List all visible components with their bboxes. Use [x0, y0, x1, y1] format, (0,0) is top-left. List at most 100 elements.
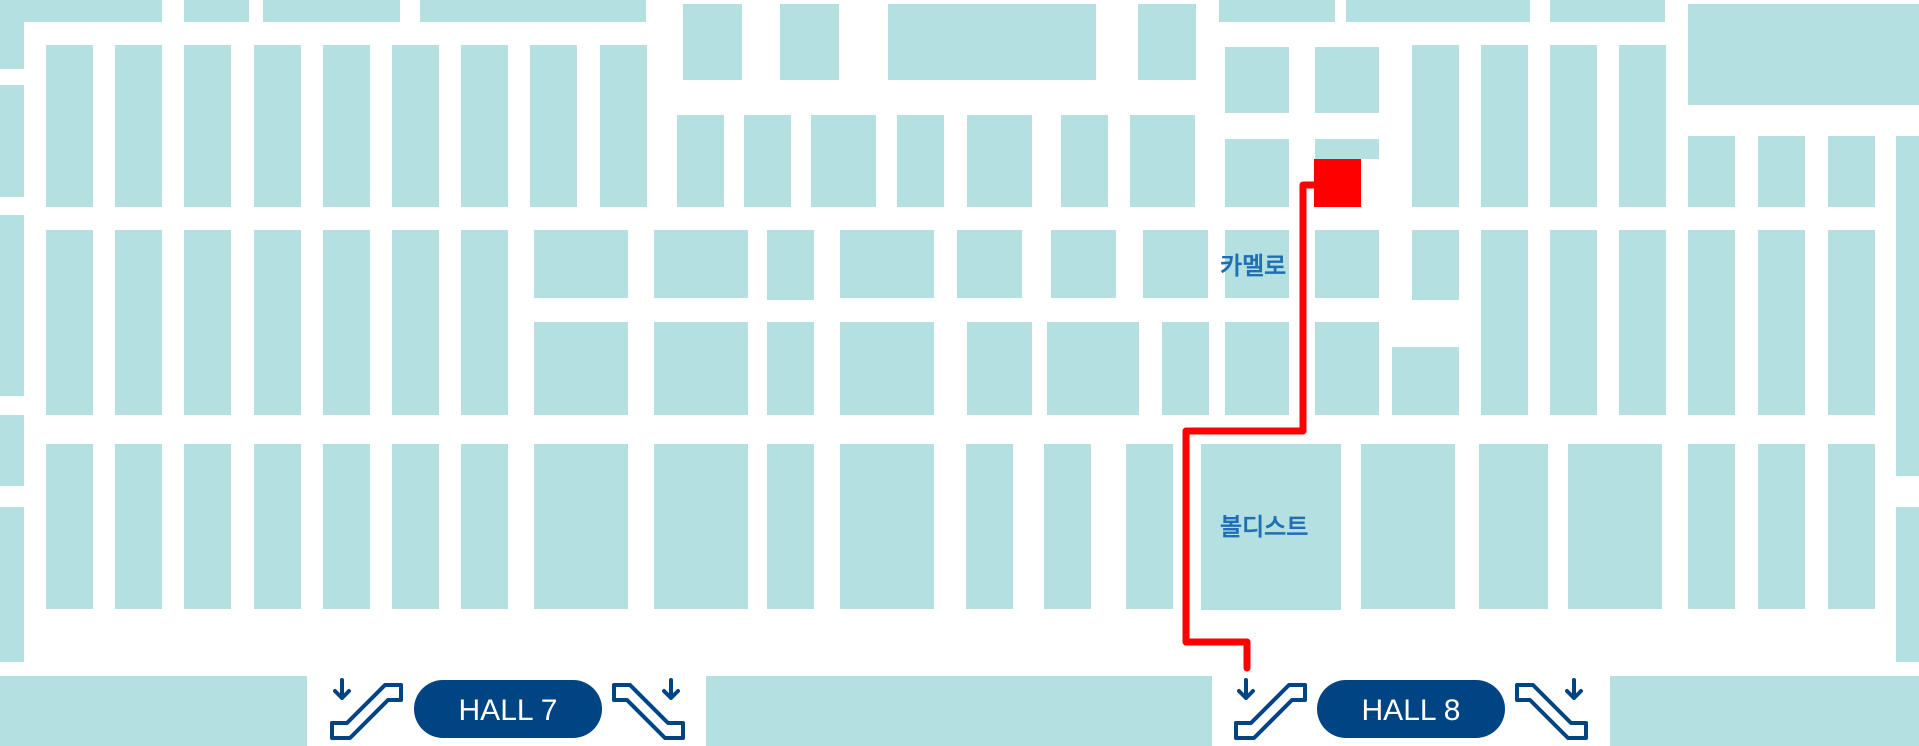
booth-102[interactable] [0, 676, 307, 746]
booth-24[interactable] [461, 45, 508, 207]
booth-22[interactable] [323, 45, 370, 207]
booth-87[interactable] [1481, 230, 1528, 415]
booth-6[interactable] [780, 4, 839, 80]
booth-62[interactable] [534, 444, 628, 609]
booth-63[interactable] [654, 444, 748, 609]
booth-33[interactable] [461, 230, 508, 415]
booth-32[interactable] [392, 230, 439, 415]
booth-18[interactable] [46, 45, 93, 207]
booth-94[interactable] [1896, 136, 1919, 476]
booth-19[interactable] [115, 45, 162, 207]
booth-23[interactable] [392, 45, 439, 207]
booth-16[interactable] [0, 415, 24, 486]
booth-12[interactable] [1688, 4, 1919, 105]
booth-89[interactable] [1619, 230, 1666, 415]
booth-97[interactable] [1828, 230, 1875, 415]
booth-51[interactable] [840, 230, 934, 298]
booth-98[interactable] [1688, 444, 1735, 609]
destination-booth-marker[interactable] [1314, 159, 1361, 207]
booth-101[interactable] [1896, 507, 1919, 662]
booth-11[interactable] [1550, 0, 1665, 22]
booth-45[interactable] [967, 115, 1032, 207]
booth-72[interactable] [1568, 444, 1662, 609]
booth-58[interactable] [840, 322, 934, 415]
booth-14[interactable] [0, 85, 24, 197]
booth-64[interactable] [767, 444, 814, 609]
booth-48[interactable] [534, 230, 628, 298]
booth-66[interactable] [966, 444, 1013, 609]
booth-70[interactable] [1361, 444, 1455, 609]
booth-29[interactable] [184, 230, 231, 415]
booth-15[interactable] [0, 215, 24, 396]
booth-43[interactable] [811, 115, 876, 207]
booth-36[interactable] [184, 444, 231, 609]
booth-69[interactable] [1201, 444, 1341, 610]
booth-label-balldist[interactable]: 볼디스트 [1220, 513, 1308, 541]
booth-8[interactable] [1138, 4, 1196, 80]
booth-49[interactable] [654, 230, 748, 298]
booth-26[interactable] [600, 45, 647, 207]
booth-25[interactable] [530, 45, 577, 207]
booth-78[interactable] [1315, 230, 1379, 298]
booth-2[interactable] [184, 0, 249, 22]
hall-8-entrance[interactable]: HALL 8 [1234, 678, 1588, 740]
booth-50[interactable] [767, 230, 814, 300]
booth-44[interactable] [897, 115, 944, 207]
booth-80[interactable] [1315, 322, 1379, 415]
booth-10[interactable] [1346, 0, 1530, 22]
booth-13[interactable] [0, 22, 24, 69]
booth-5[interactable] [683, 4, 742, 80]
booth-30[interactable] [254, 230, 301, 415]
booth-47[interactable] [1130, 115, 1195, 207]
booth-28[interactable] [115, 230, 162, 415]
booth-55[interactable] [534, 322, 628, 415]
booth-41[interactable] [677, 115, 724, 207]
hall-7-entrance[interactable]: HALL 7 [330, 678, 685, 740]
booth-42[interactable] [744, 115, 791, 207]
booth-17[interactable] [0, 507, 24, 662]
booth-75[interactable] [1225, 139, 1289, 207]
booth-79[interactable] [1225, 322, 1289, 415]
booth-1[interactable] [0, 0, 162, 22]
booth-3[interactable] [263, 0, 400, 22]
booth-27[interactable] [46, 230, 93, 415]
booth-99[interactable] [1758, 444, 1805, 609]
booth-86[interactable] [1392, 347, 1459, 415]
booth-35[interactable] [115, 444, 162, 609]
booth-9[interactable] [1219, 0, 1335, 22]
booth-82[interactable] [1481, 45, 1528, 207]
booth-54[interactable] [1143, 230, 1208, 298]
booth-68[interactable] [1126, 444, 1173, 609]
booth-91[interactable] [1688, 136, 1735, 207]
booth-84[interactable] [1619, 45, 1666, 207]
booth-73[interactable] [1225, 47, 1289, 113]
booth-46[interactable] [1061, 115, 1108, 207]
booth-20[interactable] [184, 45, 231, 207]
booth-92[interactable] [1758, 136, 1805, 207]
booth-53[interactable] [1051, 230, 1116, 298]
booth-59[interactable] [967, 322, 1032, 415]
booth-60[interactable] [1047, 322, 1139, 415]
booth-21[interactable] [254, 45, 301, 207]
booth-90[interactable] [1481, 444, 1548, 609]
booth-100[interactable] [1828, 444, 1875, 609]
booth-76[interactable] [1315, 139, 1379, 159]
booth-37[interactable] [254, 444, 301, 609]
booth-93[interactable] [1828, 136, 1875, 207]
booth-74[interactable] [1315, 47, 1379, 113]
booth-67[interactable] [1044, 444, 1091, 609]
booth-103[interactable] [706, 676, 1212, 746]
booth-39[interactable] [392, 444, 439, 609]
booth-31[interactable] [323, 230, 370, 415]
booth-label-camelo[interactable]: 카멜로 [1220, 252, 1286, 280]
booth-96[interactable] [1758, 230, 1805, 415]
booth-40[interactable] [461, 444, 508, 609]
booth-77[interactable] [1225, 230, 1289, 298]
booth-104[interactable] [1610, 676, 1919, 746]
booth-65[interactable] [840, 444, 934, 609]
booth-57[interactable] [767, 322, 814, 415]
booth-61[interactable] [1162, 322, 1209, 415]
booth-4[interactable] [420, 0, 646, 22]
booth-56[interactable] [654, 322, 748, 415]
booth-95[interactable] [1688, 230, 1735, 415]
